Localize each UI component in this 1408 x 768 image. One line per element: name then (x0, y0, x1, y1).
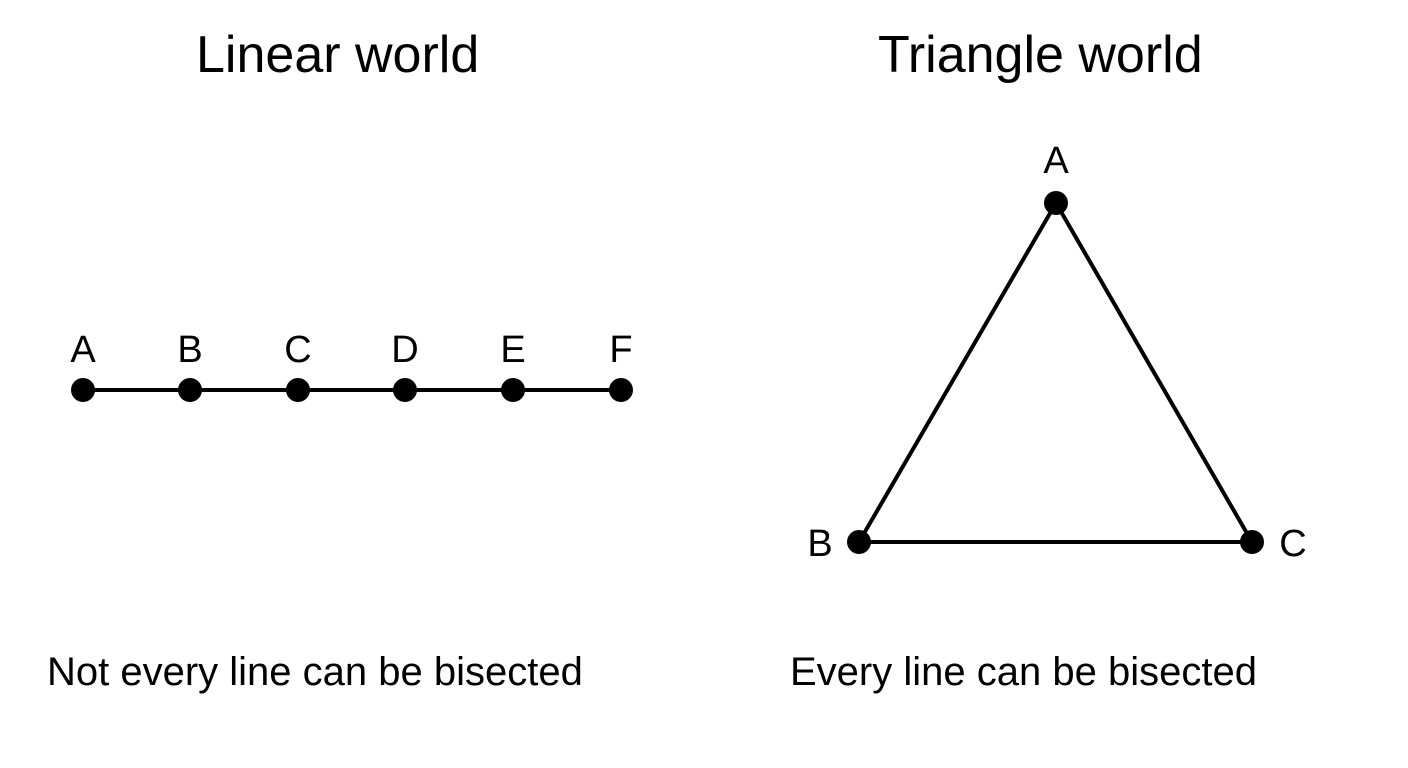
linear-world-caption: Not every line can be bisected (47, 650, 583, 694)
label-d: D (391, 329, 418, 371)
vertex-label-b: B (807, 523, 832, 565)
label-a: A (70, 329, 96, 371)
triangle-world-caption: Every line can be bisected (790, 650, 1257, 694)
label-c: C (284, 329, 311, 371)
point-a (71, 378, 95, 402)
triangle-world-title: Triangle world (878, 26, 1203, 84)
vertex-c (1240, 530, 1264, 554)
vertex-label-c: C (1279, 523, 1306, 565)
triangle-world-diagram: A B C (807, 140, 1306, 565)
vertex-label-a: A (1043, 140, 1069, 182)
vertex-a (1044, 191, 1068, 215)
linear-world-diagram: A B C D E F (70, 329, 633, 402)
label-b: B (177, 329, 202, 371)
linear-world-title: Linear world (196, 26, 480, 84)
point-d (393, 378, 417, 402)
point-c (286, 378, 310, 402)
point-e (501, 378, 525, 402)
vertex-b (847, 530, 871, 554)
point-b (178, 378, 202, 402)
point-f (609, 378, 633, 402)
label-e: E (500, 329, 525, 371)
triangle (857, 201, 1254, 544)
label-f: F (609, 329, 632, 371)
